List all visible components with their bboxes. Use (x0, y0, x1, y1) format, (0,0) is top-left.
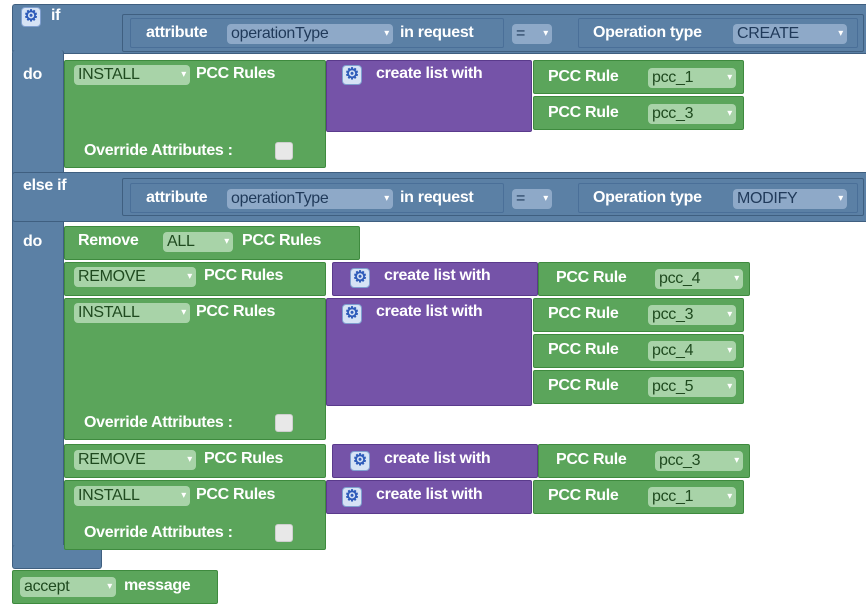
optype-label: Operation type (593, 24, 702, 41)
pcc-rule-block[interactable] (538, 444, 750, 478)
do-label-1: do (23, 66, 42, 83)
pcc-rule-dropdown[interactable]: pcc_3▾ (648, 305, 736, 325)
in-request-label: in request (400, 24, 474, 41)
list-gear-icon[interactable]: ⚙ (342, 304, 362, 324)
create-list-label: create list with (376, 303, 483, 320)
accept-dropdown[interactable]: accept▾ (20, 577, 116, 597)
chevron-down-icon: ▾ (187, 271, 192, 282)
chevron-down-icon: ▾ (727, 345, 732, 356)
in-request-label: in request (400, 189, 474, 206)
chevron-down-icon: ▾ (727, 72, 732, 83)
pcc-rule-dropdown[interactable]: pcc_4▾ (655, 269, 743, 289)
pcc-rules-label: PCC Rules (196, 65, 276, 82)
attribute-label: attribute (146, 189, 208, 206)
chevron-down-icon: ▾ (384, 193, 389, 204)
attribute-dropdown[interactable]: operationType▾ (227, 24, 393, 44)
pcc-rule-label: PCC Rule (548, 305, 619, 322)
chevron-down-icon: ▾ (727, 381, 732, 392)
pcc-rules-label: PCC Rules (204, 267, 284, 284)
pcc-rule-label: PCC Rule (548, 341, 619, 358)
optype-dropdown[interactable]: CREATE▾ (733, 24, 847, 44)
pcc-rule-label: PCC Rule (548, 487, 619, 504)
chevron-down-icon: ▾ (838, 28, 843, 39)
override-label: Override Attributes : (84, 524, 233, 541)
chevron-down-icon: ▾ (734, 273, 739, 284)
chevron-down-icon: ▾ (224, 236, 229, 247)
if-label: if (51, 7, 61, 24)
chevron-down-icon: ▾ (384, 28, 389, 39)
list-gear-icon[interactable]: ⚙ (342, 487, 362, 507)
pcc-rule-dropdown[interactable]: pcc_1▾ (648, 487, 736, 507)
pcc-rules-label: PCC Rules (196, 303, 276, 320)
chevron-down-icon: ▾ (838, 193, 843, 204)
pcc-rules-label: PCC Rules (242, 232, 322, 249)
override-checkbox[interactable] (275, 524, 293, 542)
remove-label: Remove (78, 232, 139, 249)
pcc-rule-label: PCC Rule (548, 377, 619, 394)
chevron-down-icon: ▾ (187, 454, 192, 465)
action-dropdown[interactable]: INSTALL▾ (74, 303, 190, 323)
attribute-dropdown[interactable]: operationType▾ (227, 189, 393, 209)
action-dropdown[interactable]: REMOVE▾ (74, 450, 196, 470)
pcc-rule-dropdown[interactable]: pcc_4▾ (648, 341, 736, 361)
optype-label: Operation type (593, 189, 702, 206)
override-label: Override Attributes : (84, 142, 233, 159)
do-label-2: do (23, 233, 42, 250)
chevron-down-icon: ▾ (543, 28, 548, 39)
attribute-label: attribute (146, 24, 208, 41)
create-list-label: create list with (376, 65, 483, 82)
else-if-label: else if (23, 177, 67, 194)
pcc-rule-label: PCC Rule (556, 269, 627, 286)
chevron-down-icon: ▾ (543, 193, 548, 204)
if-spine (12, 50, 64, 565)
list-gear-icon[interactable]: ⚙ (350, 268, 370, 288)
action-dropdown[interactable]: INSTALL▾ (74, 65, 190, 85)
operator-dropdown[interactable]: =▾ (512, 24, 552, 44)
create-list-label: create list with (384, 450, 491, 467)
pcc-rules-label: PCC Rules (204, 450, 284, 467)
override-label: Override Attributes : (84, 414, 233, 431)
chevron-down-icon: ▾ (734, 455, 739, 466)
optype-dropdown[interactable]: MODIFY▾ (733, 189, 847, 209)
action-dropdown[interactable]: INSTALL▾ (74, 486, 190, 506)
chevron-down-icon: ▾ (181, 490, 186, 501)
pcc-rule-block[interactable] (533, 96, 744, 130)
pcc-rules-label: PCC Rules (196, 486, 276, 503)
message-label: message (124, 577, 191, 594)
pcc-rule-dropdown[interactable]: pcc_1▾ (648, 68, 736, 88)
chevron-down-icon: ▾ (181, 69, 186, 80)
chevron-down-icon: ▾ (727, 491, 732, 502)
pcc-rule-label: PCC Rule (548, 68, 619, 85)
override-checkbox[interactable] (275, 142, 293, 160)
create-list-label: create list with (384, 267, 491, 284)
if-gear-icon[interactable]: ⚙ (21, 7, 41, 27)
override-checkbox[interactable] (275, 414, 293, 432)
operator-dropdown[interactable]: =▾ (512, 189, 552, 209)
remove-scope-dropdown[interactable]: ALL▾ (163, 232, 233, 252)
create-list-label: create list with (376, 486, 483, 503)
chevron-down-icon: ▾ (727, 309, 732, 320)
action-dropdown[interactable]: REMOVE▾ (74, 267, 196, 287)
pcc-rule-dropdown[interactable]: pcc_3▾ (655, 451, 743, 471)
pcc-rule-label: PCC Rule (556, 451, 627, 468)
chevron-down-icon: ▾ (727, 108, 732, 119)
list-gear-icon[interactable]: ⚙ (342, 65, 362, 85)
pcc-rule-dropdown[interactable]: pcc_3▾ (648, 104, 736, 124)
list-gear-icon[interactable]: ⚙ (350, 451, 370, 471)
chevron-down-icon: ▾ (181, 307, 186, 318)
chevron-down-icon: ▾ (107, 581, 112, 592)
pcc-rule-label: PCC Rule (548, 104, 619, 121)
pcc-rule-dropdown[interactable]: pcc_5▾ (648, 377, 736, 397)
